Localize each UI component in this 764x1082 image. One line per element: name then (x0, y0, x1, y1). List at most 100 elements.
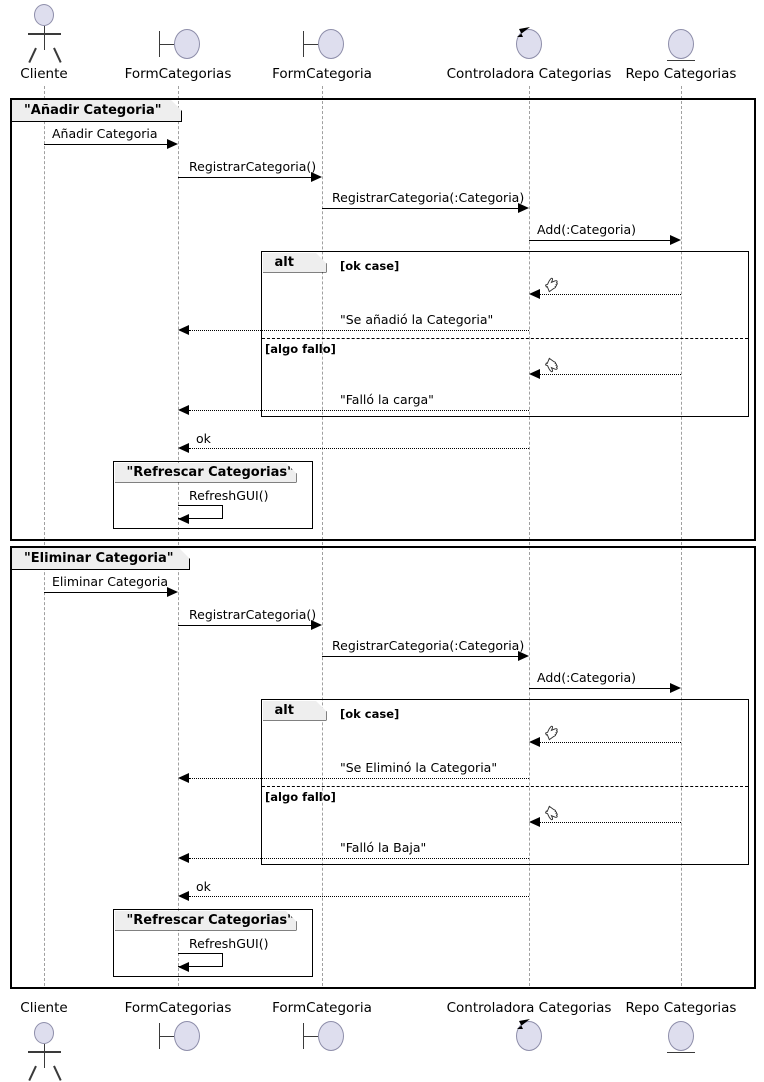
boundary-icon (174, 1021, 200, 1051)
message-line-registrarcategoria-2 (178, 625, 311, 626)
lifeline-formcategoria (322, 86, 323, 986)
entity-icon (668, 29, 694, 59)
lifeline-cliente (44, 86, 45, 986)
message-label-registrarcategoria-param: RegistrarCategoria(:Categoria) (332, 190, 525, 205)
return-line-ok-1 (189, 448, 529, 449)
alt-divider-2 (262, 786, 748, 787)
message-label-add-categoria: Add(:Categoria) (537, 222, 636, 237)
return-line-ok-repo-to-controladora-1 (540, 294, 681, 295)
alt-guard-algo-fallo-1: [algo fallo] (265, 342, 336, 356)
participant-foot-label-repo: Repo Categorias (625, 1000, 737, 1016)
frame-refrescar-categorias-2-header: "Refrescar Categorias" (115, 911, 297, 931)
message-line-add-categoria-2 (529, 688, 670, 689)
message-line-registrarcategoria-param-2 (322, 656, 518, 657)
message-label-registrarcategoria-2: RegistrarCategoria() (189, 607, 317, 622)
control-icon-arrow (517, 1019, 530, 1029)
arrowhead-right-icon (518, 203, 529, 213)
message-label-add-categoria-2: Add(:Categoria) (537, 670, 636, 685)
arrowhead-right-icon (167, 139, 178, 149)
arrowhead-left-icon (178, 853, 189, 863)
boundary-icon (318, 1021, 344, 1051)
self-call-refreshgui-2 (178, 953, 223, 967)
alt-fragment-1-header: alt (263, 253, 327, 273)
thumbs-down-icon (544, 805, 558, 821)
thumbs-up-icon (544, 277, 558, 293)
arrowhead-left-icon (178, 325, 189, 335)
message-label-registrarcategoria-param-2: RegistrarCategoria(:Categoria) (332, 638, 525, 653)
boundary-icon-stem (303, 1035, 318, 1037)
arrowhead-right-icon (670, 235, 681, 245)
message-label-ok-1: ok (196, 431, 211, 446)
arrowhead-left-icon (178, 405, 189, 415)
actor-icon (34, 4, 54, 26)
frame-eliminar-categoria-header: "Eliminar Categoria" (12, 548, 190, 570)
message-line-add-categoria (529, 240, 670, 241)
message-line-anadir-categoria (44, 144, 167, 145)
frame-eliminar-categoria (10, 546, 756, 989)
return-line-se-elimino (189, 778, 529, 779)
actor-arms-line (28, 33, 61, 35)
entity-icon (668, 1021, 694, 1051)
arrowhead-left-icon (529, 289, 540, 299)
actor-leg-right-line (53, 1065, 62, 1081)
arrowhead-right-icon (311, 172, 322, 182)
boundary-icon-stem (303, 43, 318, 45)
message-label-se-elimino: "Se Eliminó la Categoria" (340, 760, 498, 775)
arrowhead-right-icon (311, 620, 322, 630)
actor-leg-right-line (53, 47, 62, 63)
participant-label-formcategorias: FormCategorias (124, 66, 232, 82)
actor-icon (34, 1022, 54, 1044)
arrowhead-left-icon (529, 817, 540, 827)
message-label-refreshgui-1: RefreshGUI() (189, 488, 269, 503)
alt-guard-algo-fallo-2: [algo fallo] (265, 790, 336, 804)
lifeline-repo (681, 86, 682, 986)
thumbs-down-icon (544, 357, 558, 373)
participant-label-cliente: Cliente (20, 66, 68, 82)
self-call-refreshgui-1 (178, 505, 223, 519)
message-line-registrarcategoria (178, 177, 311, 178)
actor-arms-line (28, 1051, 61, 1053)
return-line-fail-repo-to-controladora-2 (540, 822, 681, 823)
participant-label-repo: Repo Categorias (625, 66, 737, 82)
message-line-registrarcategoria-param (322, 208, 518, 209)
control-icon (516, 29, 542, 59)
arrowhead-left-icon (178, 514, 189, 524)
message-label-eliminar-categoria: Eliminar Categoria (52, 574, 169, 589)
alt-guard-ok-case-1: [ok case] (340, 259, 400, 273)
actor-body-line (43, 26, 45, 50)
control-icon-arrow (517, 27, 530, 37)
alt-fragment-2 (261, 699, 749, 865)
participant-foot-label-formcategoria: FormCategoria (272, 1000, 372, 1016)
message-label-fallo-baja: "Falló la Baja" (340, 840, 427, 855)
message-label-fallo-carga: "Falló la carga" (340, 392, 434, 407)
actor-body-line (43, 1044, 45, 1068)
message-label-anadir-categoria: Añadir Categoria (52, 126, 158, 141)
control-icon (516, 1021, 542, 1051)
message-line-eliminar-categoria (44, 592, 167, 593)
message-label-registrarcategoria: RegistrarCategoria() (189, 159, 317, 174)
alt-fragment-2-header: alt (263, 701, 327, 721)
arrowhead-left-icon (178, 962, 189, 972)
return-line-se-anadio (189, 330, 529, 331)
participant-label-formcategoria: FormCategoria (272, 66, 372, 82)
return-line-fallo-carga (189, 410, 529, 411)
boundary-icon-stem (159, 43, 174, 45)
lifeline-controladora (529, 86, 530, 986)
return-line-ok-repo-to-controladora-2 (540, 742, 681, 743)
alt-divider-1 (262, 338, 748, 339)
arrowhead-left-icon (529, 369, 540, 379)
arrowhead-right-icon (670, 683, 681, 693)
frame-anadir-categoria (10, 98, 756, 541)
frame-refrescar-categorias-1-header: "Refrescar Categorias" (115, 463, 297, 483)
message-label-se-anadio: "Se añadió la Categoria" (340, 312, 494, 327)
arrowhead-left-icon (178, 443, 189, 453)
message-label-refreshgui-2: RefreshGUI() (189, 936, 269, 951)
frame-refrescar-categorias-2 (113, 909, 313, 977)
alt-guard-ok-case-2: [ok case] (340, 707, 400, 721)
alt-fragment-1 (261, 251, 749, 417)
boundary-icon-stem (159, 1035, 174, 1037)
boundary-icon (174, 29, 200, 59)
arrowhead-left-icon (178, 773, 189, 783)
return-line-fail-repo-to-controladora-1 (540, 374, 681, 375)
